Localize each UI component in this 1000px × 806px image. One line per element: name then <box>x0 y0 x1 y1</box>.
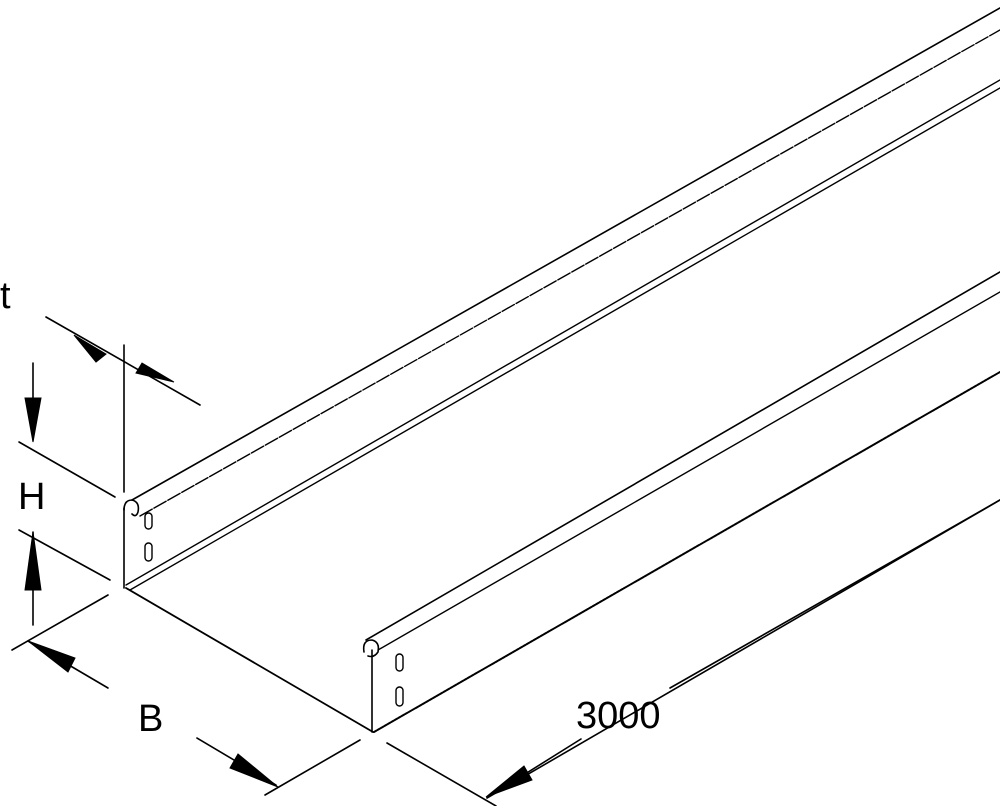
tray-base <box>125 587 374 733</box>
right-side-wall <box>362 271 1000 799</box>
slot-hole <box>144 512 153 530</box>
dimension-h <box>18 362 116 626</box>
label-length: 3000 <box>576 695 661 737</box>
dimension-length <box>386 499 1000 806</box>
dimension-t <box>45 316 201 493</box>
label-t: t <box>0 275 11 317</box>
label-b: B <box>138 698 164 740</box>
length-dimension-line <box>486 499 1000 799</box>
left-side-wall <box>123 7 1000 591</box>
slot-hole <box>395 686 404 707</box>
slot-hole <box>395 653 404 672</box>
slot-hole <box>144 542 153 562</box>
label-h: H <box>18 476 46 518</box>
dimension-b <box>11 594 361 796</box>
